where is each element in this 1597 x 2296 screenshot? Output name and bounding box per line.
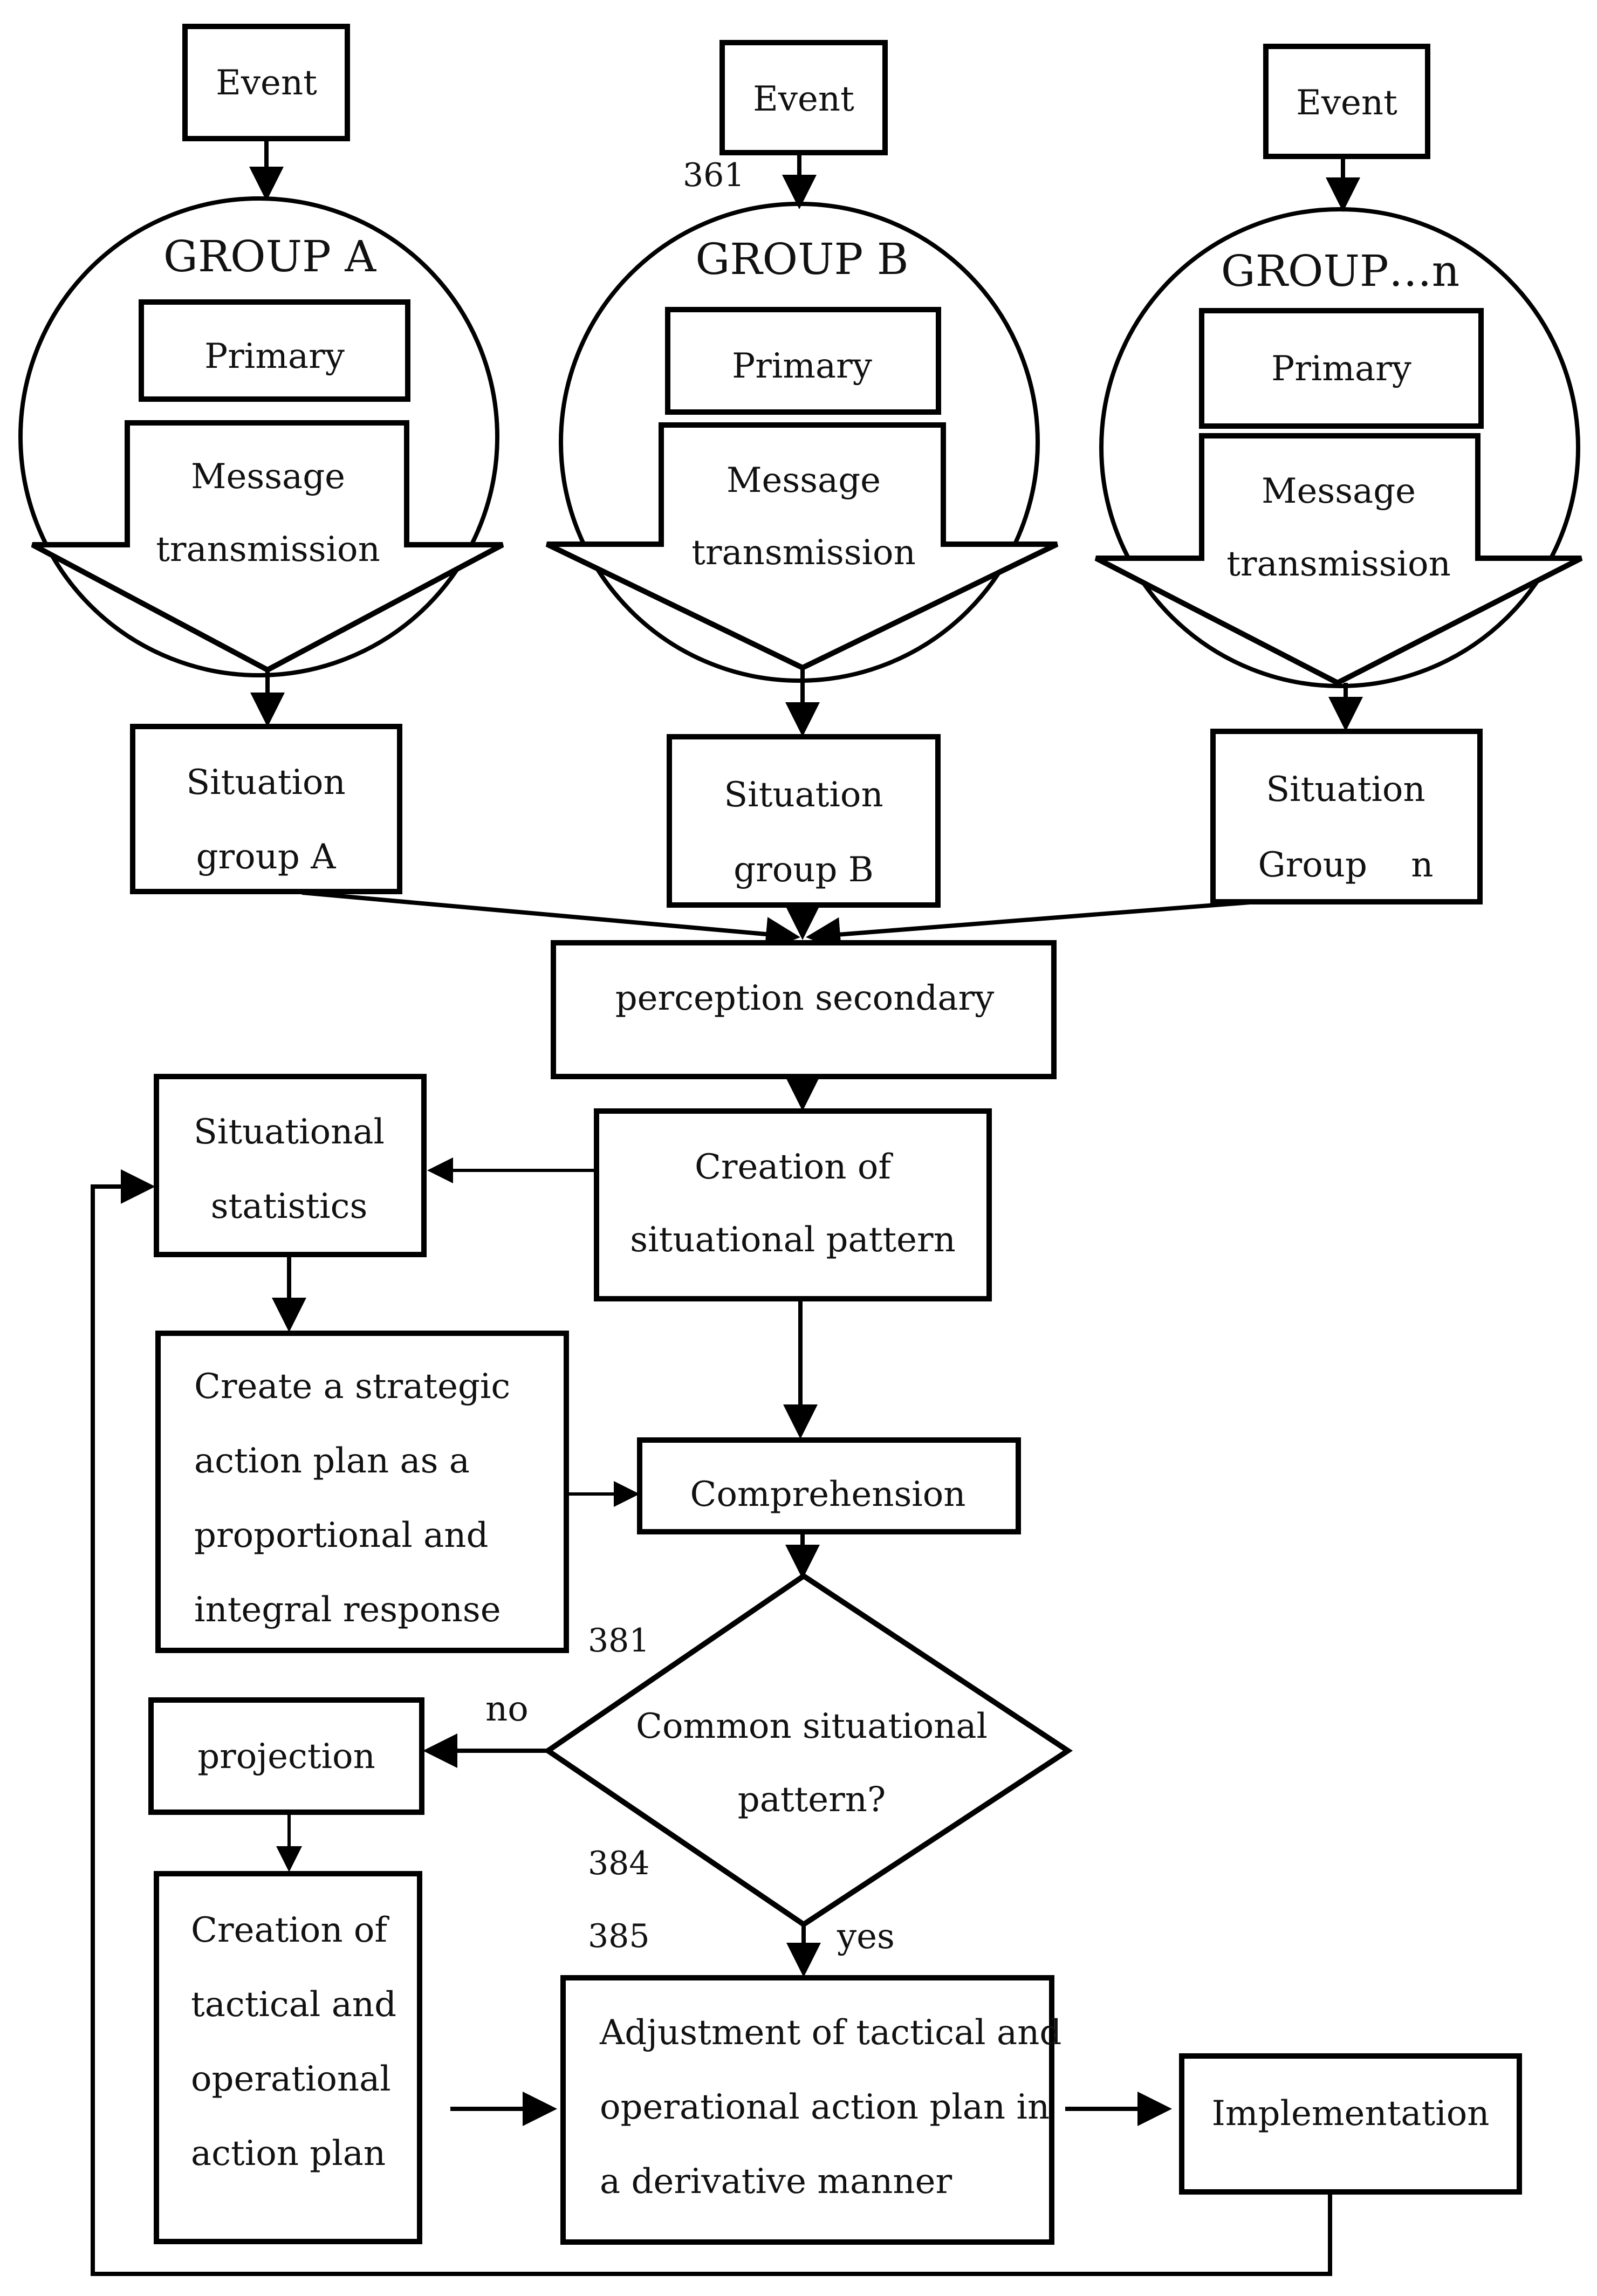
event-label-n: Event <box>1296 83 1397 123</box>
line-number-385: 385 <box>588 1917 650 1955</box>
situational-statistics-label-1: Situational <box>194 1112 385 1152</box>
situation-label-b-2: group B <box>734 850 874 890</box>
no-label: no <box>485 1689 529 1729</box>
strategic-plan-label-2: action plan as a <box>194 1441 470 1481</box>
decision-label-1: Common situational <box>636 1706 988 1746</box>
implementation-box <box>1179 2053 1522 2195</box>
situation-box-n <box>1210 729 1483 904</box>
group-a-circle <box>18 196 499 677</box>
tactical-plan-box <box>154 1871 422 2244</box>
primary-label-b: Primary <box>732 346 872 386</box>
tactical-plan-label-3: operational <box>191 2059 391 2099</box>
group-b-circle <box>559 202 1040 683</box>
situation-label-b-1: Situation <box>724 775 883 815</box>
creation-pattern-label-1: Creation of <box>695 1147 893 1187</box>
message-label-a-1: Message <box>191 457 345 497</box>
event-label-b: Event <box>753 79 854 119</box>
projection-box <box>148 1697 424 1815</box>
group-a: Event GROUP A Primary Message transmissi… <box>18 24 504 894</box>
group-n-circle <box>1099 207 1580 688</box>
line-number-361: 361 <box>683 156 745 194</box>
feedback-loop-arrow <box>91 1169 1332 2276</box>
message-arrow-n <box>1094 433 1583 686</box>
strategic-plan-label-1: Create a strategic <box>194 1367 510 1407</box>
message-label-a-2: transmission <box>156 530 380 570</box>
group-n: Event GROUP…n Primary Message transmissi… <box>1094 44 1583 904</box>
situational-statistics-label-2: statistics <box>211 1187 368 1226</box>
message-label-n-2: transmission <box>1226 544 1451 584</box>
strategic-plan-box <box>155 1331 569 1653</box>
message-arrow-a <box>31 420 504 673</box>
tactical-plan-label-2: tactical and <box>191 1985 396 2025</box>
group-b: Event 361 GROUP B Primary Message transm… <box>545 40 1059 908</box>
line-number-381: 381 <box>588 1622 650 1660</box>
event-box-n <box>1263 44 1430 159</box>
primary-label-n: Primary <box>1271 349 1411 389</box>
message-label-b-2: transmission <box>691 533 916 573</box>
group-n-title: GROUP…n <box>1221 246 1460 296</box>
perception-box <box>551 940 1057 1079</box>
tactical-plan-label-1: Creation of <box>191 1910 389 1950</box>
perception-label: perception secondary <box>615 978 995 1018</box>
adjustment-box <box>560 1975 1054 2245</box>
projection-label: projection <box>197 1737 375 1777</box>
adjustment-label-3: a derivative manner <box>600 2162 952 2202</box>
primary-box-a <box>139 299 410 402</box>
primary-label-a: Primary <box>204 337 345 376</box>
situation-label-n-2: Group n <box>1258 845 1433 885</box>
event-label-a: Event <box>216 63 317 103</box>
primary-box-n <box>1199 308 1484 429</box>
strategic-plan-label-3: proportional and <box>194 1516 488 1555</box>
group-a-title: GROUP A <box>163 231 376 282</box>
event-box-b <box>719 40 888 155</box>
message-label-n-1: Message <box>1262 471 1416 511</box>
implementation-label: Implementation <box>1212 2094 1490 2134</box>
adjustment-label-2: operational action plan in <box>600 2087 1050 2127</box>
group-b-title: GROUP B <box>695 234 908 284</box>
primary-box-b <box>665 307 941 415</box>
line-number-384: 384 <box>588 1845 650 1882</box>
situation-label-a-2: group A <box>196 837 337 877</box>
creation-pattern-box <box>594 1108 992 1301</box>
comprehension-label: Comprehension <box>690 1475 966 1514</box>
situation-box-a <box>130 724 402 894</box>
arrow-situation-n-to-perception <box>806 900 1257 952</box>
adjustment-label-1: Adjustment of tactical and <box>599 2013 1061 2053</box>
situational-statistics-box <box>154 1074 427 1257</box>
strategic-plan-label-4: integral response <box>194 1590 501 1630</box>
message-label-b-1: Message <box>726 461 881 501</box>
situation-label-a-1: Situation <box>186 763 345 803</box>
tactical-plan-label-4: action plan <box>191 2134 386 2174</box>
situation-label-n-1: Situation <box>1266 770 1425 810</box>
creation-pattern-label-2: situational pattern <box>630 1220 956 1260</box>
yes-label: yes <box>837 1917 895 1957</box>
arrow-situation-a-to-perception <box>301 890 800 951</box>
decision-label-2: pattern? <box>738 1780 886 1820</box>
message-arrow-b <box>545 422 1059 671</box>
comprehension-box <box>637 1437 1021 1534</box>
